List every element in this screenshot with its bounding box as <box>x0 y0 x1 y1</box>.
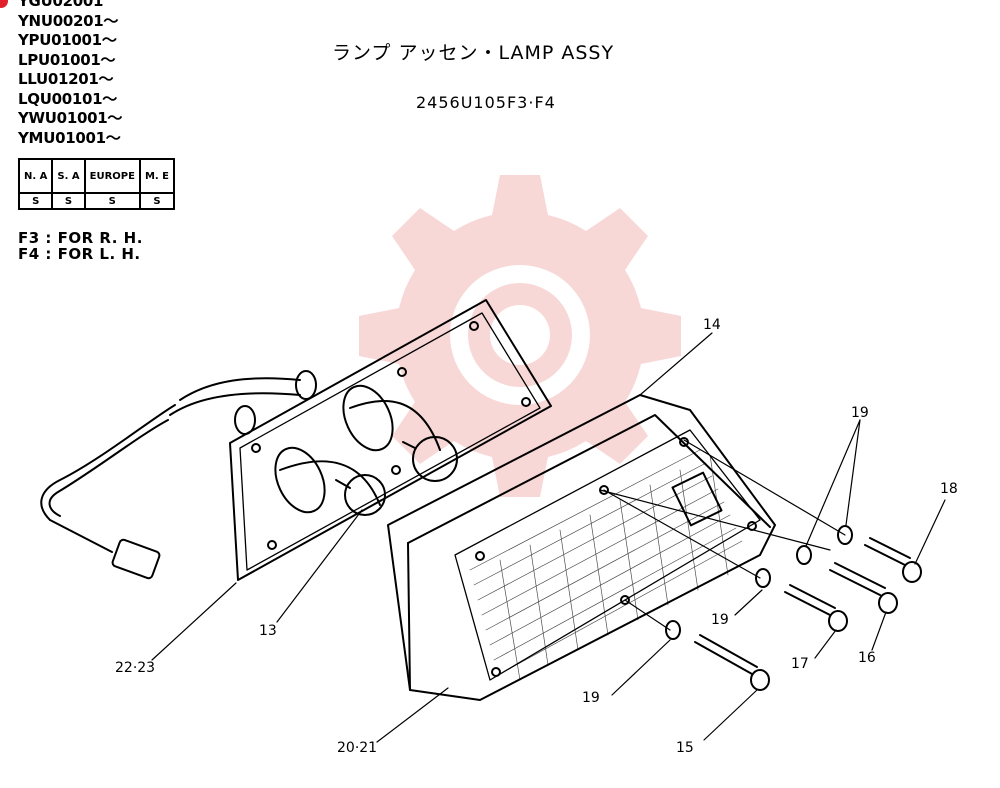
serial-number-list: YGU02001 YNU00201～ YPU01001～ LPU01001～ L… <box>18 0 122 148</box>
serial-number: LLU01201～ <box>18 70 114 88</box>
serial-number: YMU01001～ <box>18 128 121 147</box>
lens-grid <box>469 449 743 681</box>
serial-number: YGU02001 <box>18 0 104 10</box>
serial-number: YNU00201～ <box>18 11 119 30</box>
callout-22-23: 22·23 <box>115 660 156 676</box>
wire-harness <box>40 370 317 580</box>
badge-icon <box>0 0 8 8</box>
region-value: S <box>17 192 54 210</box>
note-rh: F3 : FOR R. H. <box>18 229 143 247</box>
serial-number: YPU01001～ <box>18 31 117 49</box>
callout-15: 15 <box>676 740 694 756</box>
serial-number: YWU01001～ <box>18 109 123 127</box>
region-value: S <box>138 192 176 210</box>
regions-value-row: S S S S <box>17 192 176 210</box>
region-value: S <box>51 192 86 210</box>
callout-13: 13 <box>259 623 277 639</box>
page-title: ランプ アッセン・LAMP ASSY <box>332 42 615 64</box>
callout-17: 17 <box>791 656 809 672</box>
region-value: S <box>83 192 141 210</box>
regions-header-row: N. A S. A EUROPE M. E <box>17 158 176 194</box>
region-header: S. A <box>51 158 86 194</box>
part-number: 2456U105F3·F4 <box>416 93 556 112</box>
callout-20-21: 20·21 <box>337 740 378 756</box>
serial-number: LQU00101～ <box>18 89 117 108</box>
screws-and-washers <box>599 439 922 691</box>
regions-table: N. A S. A EUROPE M. E S S S S <box>17 158 176 210</box>
region-header: N. A <box>17 158 54 194</box>
callout-18: 18 <box>940 481 958 497</box>
region-header: M. E <box>138 158 176 194</box>
callout-19-mid: 19 <box>711 612 729 628</box>
callout-16: 16 <box>858 650 876 666</box>
leader-lines <box>151 332 946 743</box>
side-notes: F3 : FOR R. H. F4 : FOR L. H. <box>18 230 143 262</box>
note-lh: F4 : FOR L. H. <box>18 245 141 263</box>
bulb <box>336 436 458 516</box>
serial-number: LPU01001～ <box>18 50 116 69</box>
callout-19-top: 19 <box>851 405 869 421</box>
lamp-base-plate <box>229 299 552 581</box>
callout-14: 14 <box>703 317 721 333</box>
watermark-gear-icon <box>359 175 681 497</box>
region-header: EUROPE <box>83 158 141 194</box>
callout-19-low: 19 <box>582 690 600 706</box>
